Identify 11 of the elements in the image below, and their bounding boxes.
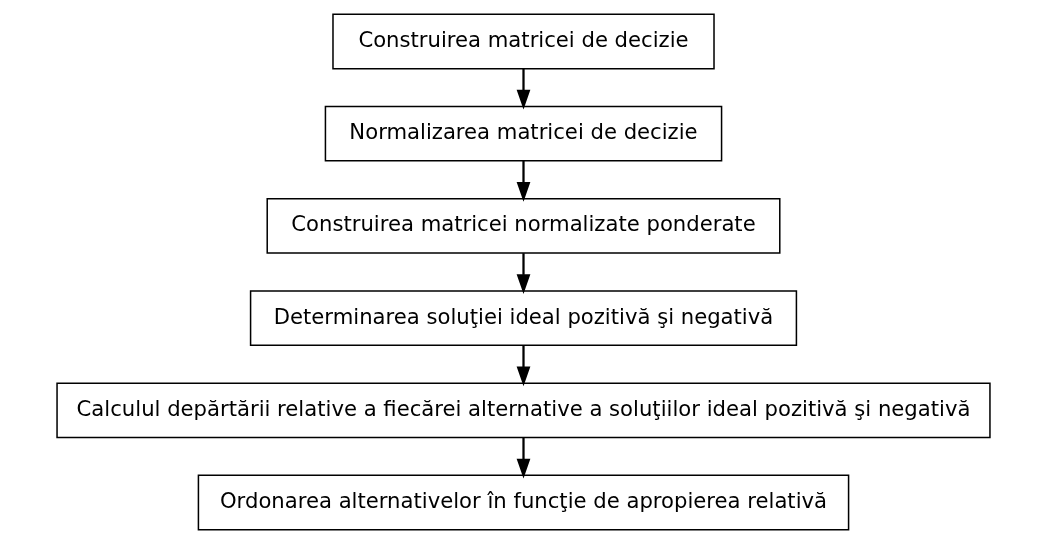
arrow: [516, 160, 531, 202]
node-box: Determinarea soluţiei ideal pozitivă şi negativă: [249, 290, 798, 347]
node-box: Normalizarea matricei de decizie: [324, 105, 723, 162]
node-box: Calculul depărtării relative a fiecărei alternative a soluţiilor ideal pozitivă şi negativă: [56, 382, 991, 439]
arrow: [516, 437, 531, 479]
arrow: [516, 345, 531, 387]
node-box: Construirea matricei normalizate ponderate: [266, 197, 781, 254]
node-box: Construirea matricei de decizie: [332, 13, 715, 70]
arrow: [516, 253, 531, 294]
arrow: [516, 68, 531, 110]
node-box: Ordonarea alternativelor în funcţie de apropierea relativă: [197, 474, 850, 531]
